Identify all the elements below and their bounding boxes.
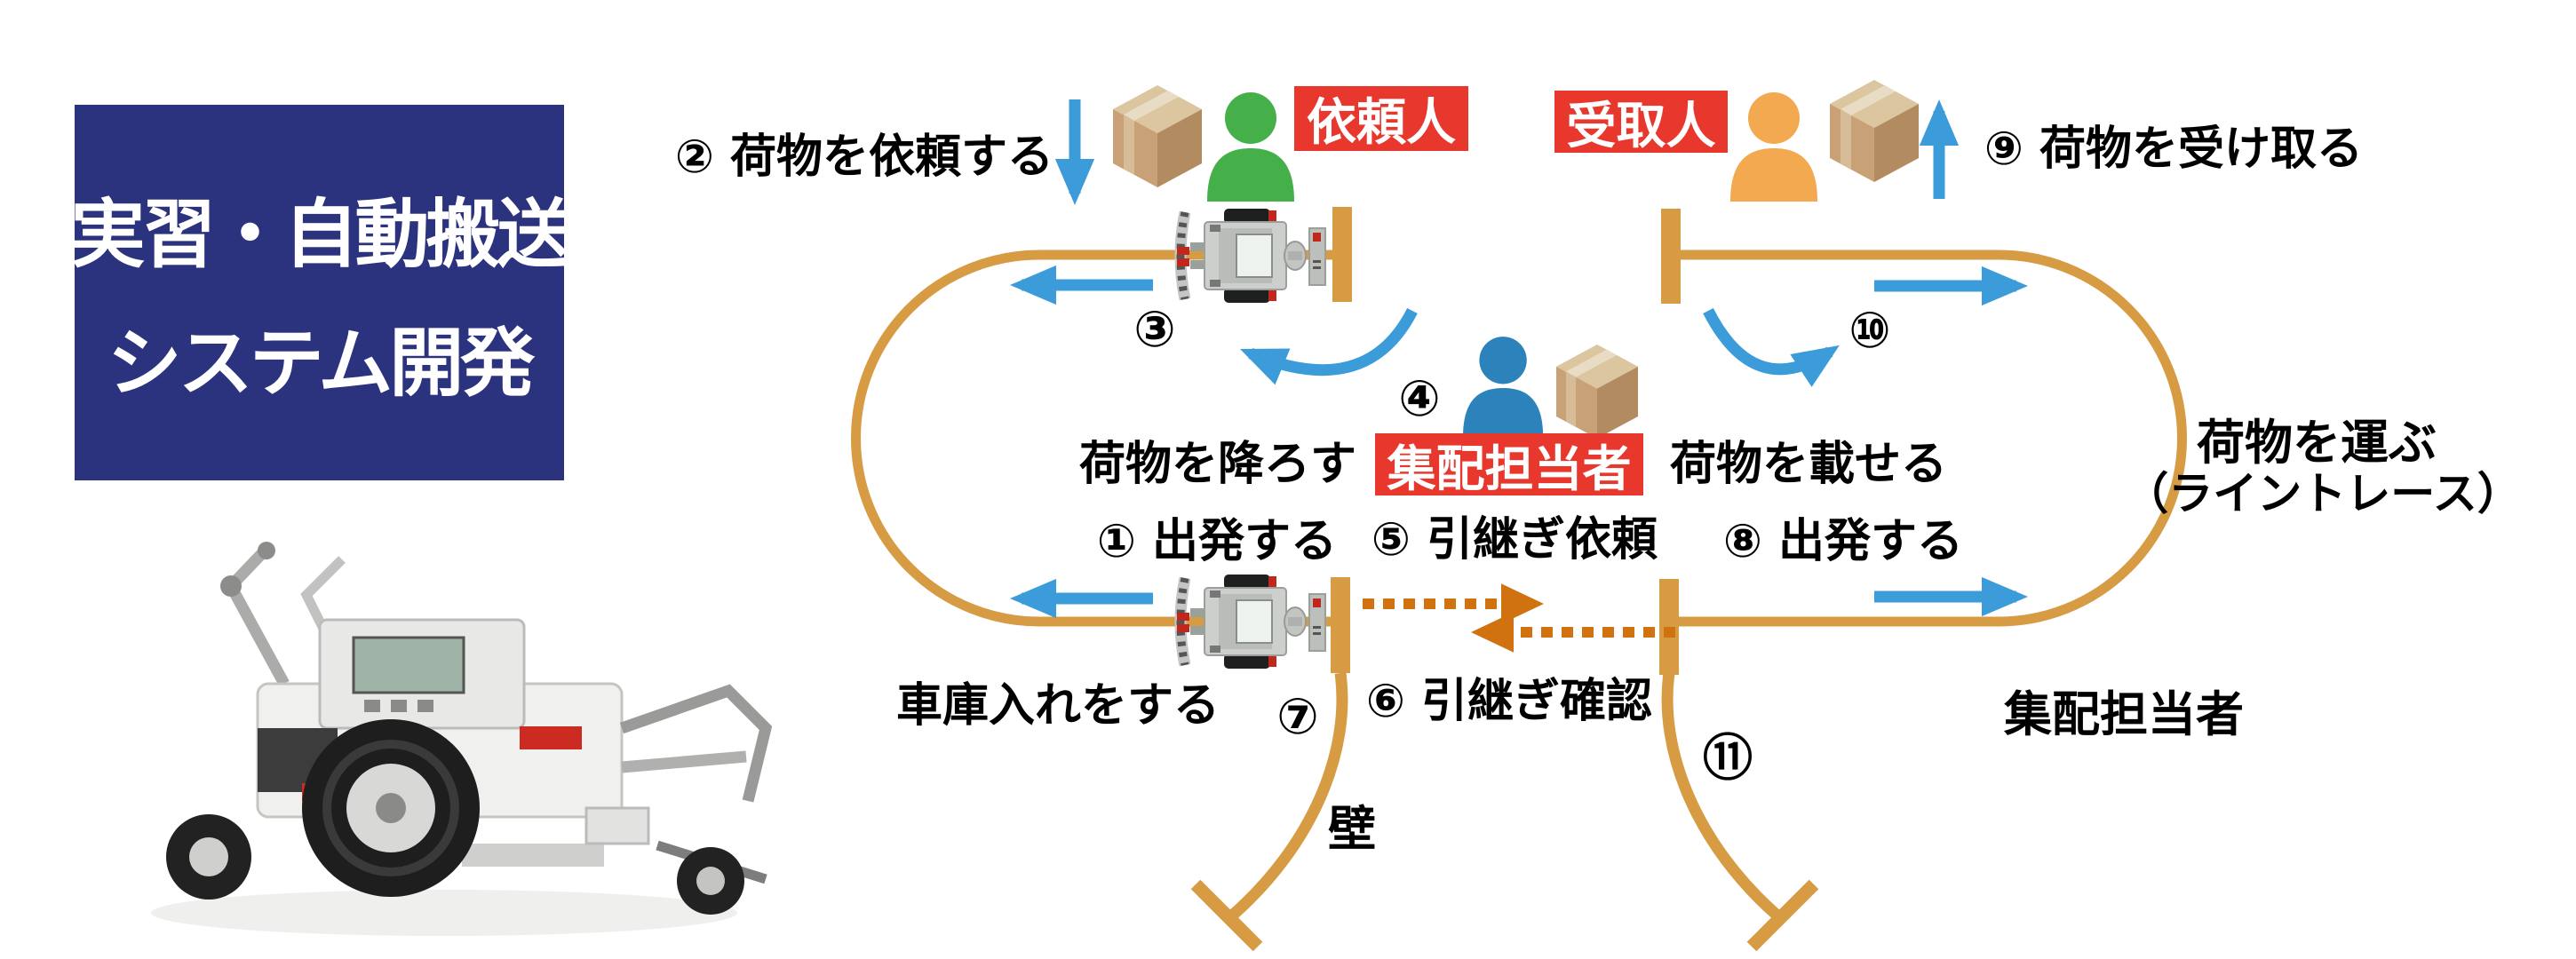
title-box: 実習・自動搬送 システム開発: [71, 105, 572, 480]
courier-person-icon: [1463, 337, 1544, 438]
annotation-wall: 壁: [1328, 801, 1376, 857]
title-line-1: 実習・自動搬送: [70, 190, 572, 278]
garage-wall-foot-right: [1746, 879, 1819, 952]
title-line-2: システム開発: [107, 319, 535, 407]
lego-ev3-robot-photo: [151, 542, 773, 936]
requester-person-icon: [1207, 92, 1294, 202]
step-11-number: ⑪: [1703, 730, 1753, 788]
track-left-half: [851, 250, 1332, 627]
receiver-badge: 受取人: [1554, 91, 1728, 155]
receiver-person-icon: [1730, 92, 1817, 202]
annotation-carry-line1: 荷物を運ぶ: [2197, 415, 2437, 471]
annotation-load: 荷物を載せる: [1669, 438, 1948, 491]
track-right-half: [1679, 250, 2187, 627]
turn-arrow-left-icon: [1239, 308, 1418, 385]
track-loop: [851, 250, 2187, 627]
station-bar-top-left: [1332, 207, 1352, 302]
handover-arrows: [1363, 583, 1675, 653]
package-box-receiver-icon: [1830, 80, 1919, 182]
garage-wall-curve-left: [1227, 672, 1348, 921]
turn-arrow-right-icon: [1703, 308, 1840, 387]
step-4-courier-number: ④: [1398, 370, 1441, 428]
step-3-turn-number: ③: [1133, 301, 1176, 359]
garage-walls: [1190, 672, 1819, 952]
step-5-handover-request: ⑤ 引継ぎ依頼: [1371, 513, 1658, 567]
direction-arrows: [1010, 99, 2028, 619]
garage-wall-foot-left: [1190, 879, 1263, 952]
requester-badge: 依頼人: [1294, 86, 1468, 152]
garage-wall-curve-right: [1661, 672, 1783, 921]
step-9-receive-package: ⑨ 荷物を受け取る: [1984, 123, 2364, 176]
annotation-garage: 車庫入れをする: [895, 679, 1220, 733]
step-6-handover-confirm: ⑥ 引継ぎ確認: [1365, 675, 1653, 728]
station-bar-bottom-left: [1331, 577, 1350, 673]
step-1-depart: ① 出発する: [1096, 515, 1338, 568]
courier-badge: 集配担当者: [1375, 433, 1643, 497]
annotation-carry-line2: （ライントレース）: [2124, 468, 2522, 519]
annotation-courier-right: 集配担当者: [2004, 686, 2244, 742]
package-box-courier-icon: [1556, 345, 1638, 439]
station-bar-top-right: [1661, 209, 1681, 304]
station-wall-bars: [1331, 207, 1681, 675]
step-7-number: ⑦: [1276, 688, 1319, 746]
step-10-turn-number: ⑩: [1849, 302, 1891, 360]
step-8-depart: ⑧ 出発する: [1722, 515, 1964, 568]
annotation-unload: 荷物を降ろす: [1078, 438, 1357, 491]
package-box-requester-icon: [1113, 85, 1202, 187]
step-2-request-package: ② 荷物を依頼する: [674, 131, 1054, 184]
